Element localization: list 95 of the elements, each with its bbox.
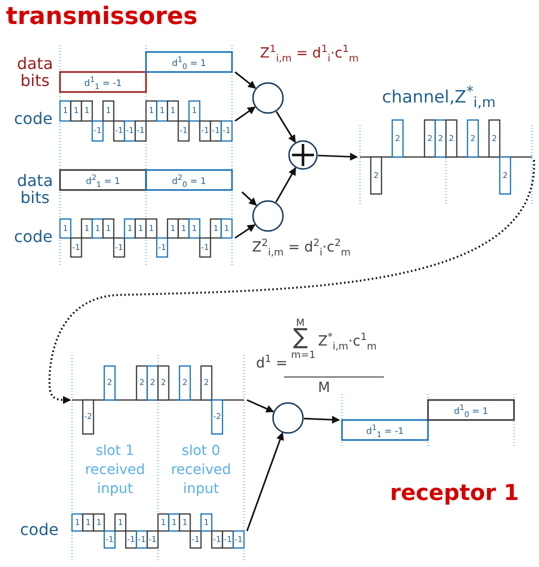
bit-value: d$^{1}$$_{0}$ = 1 (452, 402, 490, 421)
chip-value: 1 (212, 224, 220, 234)
bit-value: d$^{1}$$_{0}$ = 1 (170, 54, 208, 73)
chip-value: 2 (426, 134, 434, 144)
arrow (246, 399, 274, 412)
chip-value: 1 (180, 224, 188, 234)
chip-value: -1 (210, 126, 221, 136)
chip-value: 1 (126, 224, 134, 234)
chip-value: 1 (83, 106, 90, 116)
chip-value: -1 (71, 242, 82, 252)
slot-caption: slot 0 received input (170, 442, 232, 499)
row-label: data bits (16, 55, 54, 89)
chip-value: -1 (212, 534, 222, 544)
section-title: receptor 1 (390, 482, 519, 506)
arrow (234, 224, 256, 239)
chip-value: 1 (72, 106, 80, 116)
chip-value: 1 (148, 106, 155, 116)
arrow (241, 191, 257, 206)
chip-value: -1 (178, 126, 189, 136)
chip-value: 1 (94, 224, 102, 234)
chip-value: 2 (469, 134, 476, 144)
chip-value: 1 (84, 518, 92, 528)
arrow (234, 71, 256, 89)
chip-value: 1 (190, 106, 198, 116)
chip-value: 1 (74, 518, 81, 528)
row-label: data bits (16, 172, 54, 206)
chip-value: 2 (502, 170, 509, 180)
bit-value: d$^{2}$$_{1}$ = 1 (84, 172, 122, 191)
chip-value: -1 (200, 242, 210, 252)
formula: M (296, 317, 305, 329)
chip-value: 1 (137, 224, 144, 234)
chip-value: -1 (222, 534, 233, 544)
chip-value: -2 (83, 412, 94, 422)
chip-value: 1 (170, 518, 178, 528)
arrow (48, 160, 535, 404)
chip-value: -1 (124, 126, 135, 136)
title: transmissores (6, 2, 198, 30)
chip-value: 2 (149, 378, 156, 388)
chip-value: -1 (190, 534, 201, 544)
chip-value: 1 (83, 224, 90, 234)
arrow (318, 152, 358, 161)
chip-value: -1 (200, 126, 210, 136)
row-label: code (14, 228, 53, 245)
chip-value: -2 (212, 412, 222, 422)
chip-value: 1 (190, 224, 198, 234)
chip-value: -1 (92, 126, 103, 136)
chip-value: 1 (104, 106, 112, 116)
chip-value: 1 (181, 518, 188, 528)
arrow (275, 167, 296, 202)
chip-value: -1 (136, 126, 146, 136)
chip-value: -1 (126, 534, 136, 544)
bit-value: d$^{1}$$_{1}$ = -1 (83, 74, 123, 93)
chip-value: 2 (437, 134, 444, 144)
chip-value: 2 (490, 134, 498, 144)
formula: d$^{1}$ = (256, 353, 288, 372)
arrow (246, 432, 284, 532)
chip-value: 1 (62, 106, 69, 116)
chip-value: 1 (148, 224, 155, 234)
chip-value: 2 (202, 378, 210, 388)
slot-caption: slot 1 received input (84, 442, 146, 499)
chip-value: 2 (138, 378, 146, 388)
chip-value: -1 (114, 126, 124, 136)
bit-value: d$^{2}$$_{0}$ = 1 (170, 172, 208, 191)
chip-value: -1 (136, 534, 147, 544)
chip-value: -1 (114, 242, 124, 252)
bit-value: d$^{1}$$_{1}$ = -1 (365, 422, 405, 441)
chip-value: 2 (372, 170, 380, 180)
arrow (234, 106, 256, 122)
chip-value: -1 (234, 534, 244, 544)
chip-value: 2 (448, 134, 455, 144)
chip-value: 1 (104, 224, 112, 234)
chip-value: 1 (202, 518, 210, 528)
chip-value: 2 (106, 378, 114, 388)
row-label: code (14, 110, 53, 127)
row-label: code (20, 521, 59, 538)
chip-value: 1 (95, 518, 102, 528)
chip-value: 1 (160, 518, 167, 528)
chip-value: 1 (62, 224, 69, 234)
chip-value: 2 (181, 378, 188, 388)
chip-value: 1 (223, 224, 230, 234)
chip-value: 2 (160, 378, 167, 388)
formula: m=1 (291, 349, 316, 363)
chip-value: -1 (104, 534, 115, 544)
formula: M (318, 380, 330, 396)
chip-value: -1 (222, 126, 232, 136)
chip-value: -1 (157, 242, 168, 252)
formula: ∑ (293, 326, 308, 350)
chip-value: 1 (158, 106, 166, 116)
chip-value: 1 (116, 518, 124, 528)
chip-value: 1 (169, 106, 176, 116)
chip-value: 1 (169, 224, 176, 234)
arrow (304, 416, 340, 424)
chip-value: 2 (394, 134, 402, 144)
arrow (276, 111, 296, 144)
chip-value: -1 (148, 534, 158, 544)
